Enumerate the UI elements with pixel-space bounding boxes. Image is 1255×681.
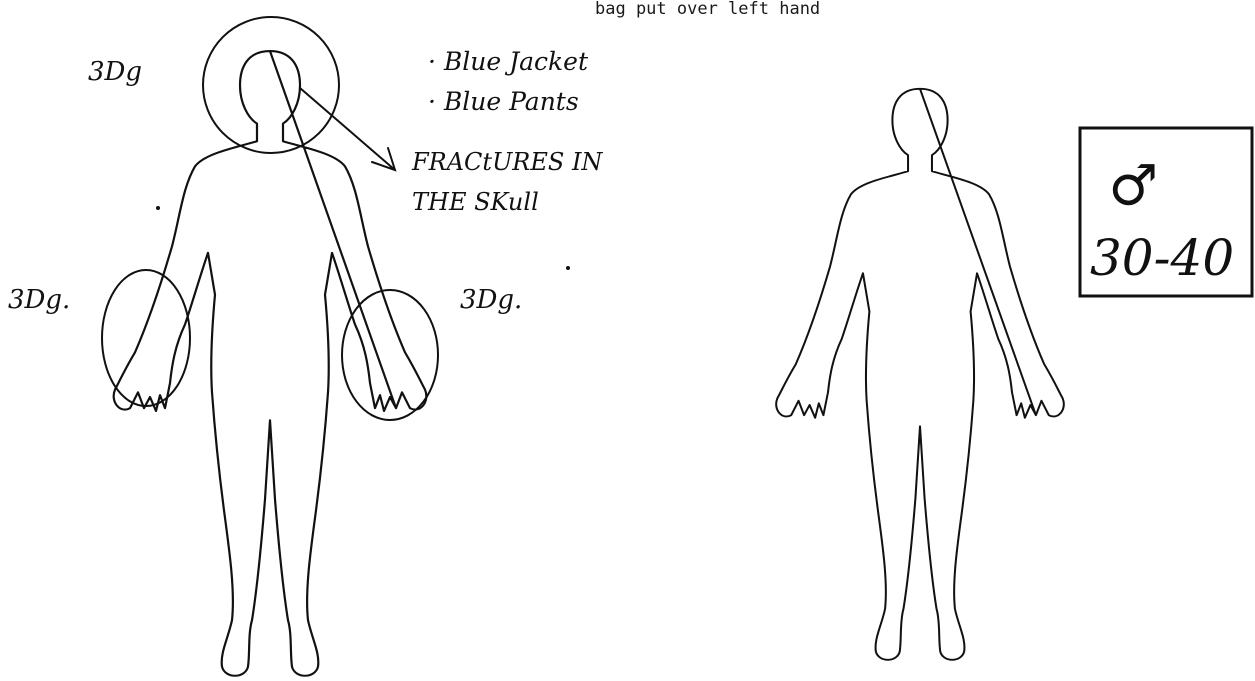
left-hand-injury-circle (342, 290, 438, 420)
stray-mark (156, 206, 160, 210)
back-body-figure (776, 89, 1064, 660)
age-range: 30-40 (1090, 229, 1234, 287)
head-degree-label: 3Dg (88, 57, 142, 87)
left-hand-degree-label: 3Dg. (460, 285, 522, 315)
stray-mark (566, 266, 570, 270)
head-injury-circle (203, 17, 339, 153)
injury-note-1: FRACtURES IN (411, 148, 603, 176)
clothing-note-2: · Blue Pants (428, 87, 579, 116)
right-hand-injury-circle (102, 270, 190, 406)
clothing-note-1: · Blue Jacket (428, 47, 589, 76)
right-hand-degree-label: 3Dg. (8, 285, 70, 315)
front-body-figure (114, 51, 427, 676)
injury-note-2: THE SKull (412, 188, 539, 216)
injury-arrow (300, 88, 395, 170)
sex-symbol: ♂ (1108, 154, 1158, 219)
header-text: bag put over left hand (595, 0, 820, 19)
